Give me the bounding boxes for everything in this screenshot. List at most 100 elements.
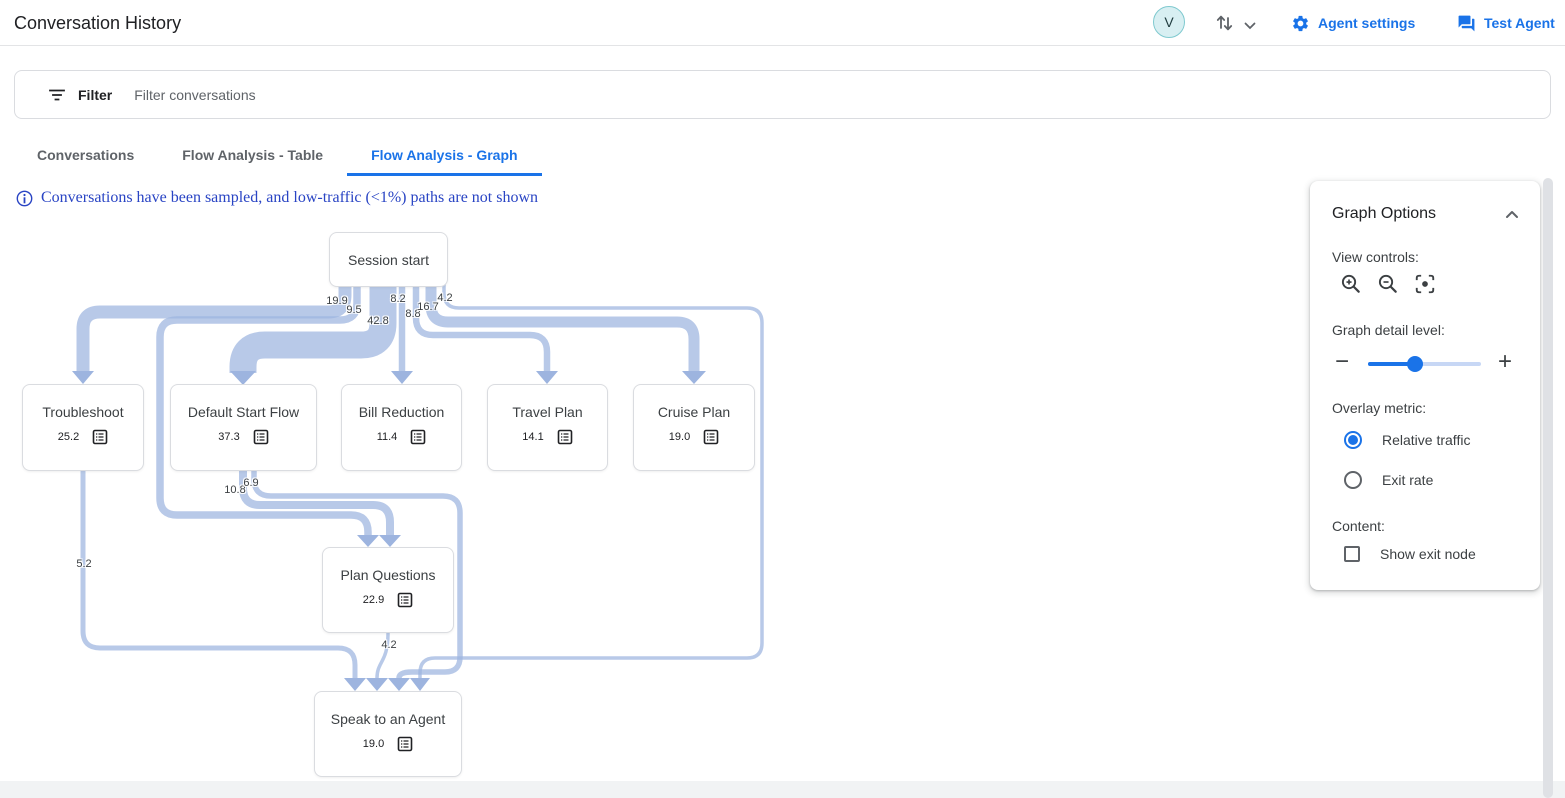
node-cruise-plan[interactable]: Cruise Plan 19.0: [633, 384, 755, 471]
node-travel-plan[interactable]: Travel Plan 14.1: [487, 384, 608, 471]
node-label: Cruise Plan: [657, 404, 731, 420]
arrow-into-speak-2: [366, 678, 388, 691]
node-speak-to-an-agent[interactable]: Speak to an Agent 19.0: [314, 691, 462, 777]
edge-label: 6.9: [243, 477, 259, 489]
list-icon[interactable]: [397, 592, 413, 608]
link-session-speak-to-agent: [418, 283, 764, 680]
info-icon: [16, 190, 33, 206]
zoom-in-button[interactable]: [1340, 273, 1362, 295]
edge-label: 16.7: [417, 301, 439, 313]
flow-graph-canvas: [72, 283, 764, 691]
node-value: 19.0: [362, 738, 385, 750]
checkbox-icon: [1344, 546, 1360, 562]
zoom-out-icon: [1378, 274, 1397, 293]
arrow-into-travel-plan: [536, 371, 558, 384]
radio-relative-traffic[interactable]: Relative traffic: [1344, 431, 1470, 449]
list-icon[interactable]: [557, 429, 573, 445]
radio-unselected-icon: [1344, 471, 1362, 489]
link-default-speak-to-agent: [251, 471, 463, 679]
page-title: Conversation History: [14, 13, 182, 33]
node-label: Bill Reduction: [358, 404, 445, 420]
radio-selected-icon: [1344, 431, 1362, 449]
slider-thumb[interactable]: [1407, 356, 1423, 372]
show-exit-node-checkbox[interactable]: Show exit node: [1344, 546, 1476, 562]
graph-detail-level-label: Graph detail level:: [1332, 322, 1445, 338]
detail-level-slider[interactable]: [1368, 356, 1481, 372]
node-value: 11.4: [376, 431, 398, 443]
node-value: 14.1: [522, 431, 544, 443]
arrow-into-speak-3: [388, 678, 410, 691]
radio-exit-rate[interactable]: Exit rate: [1344, 471, 1433, 489]
link-session-plan-questions: [156, 283, 372, 537]
center-focus-icon: [1415, 274, 1435, 294]
list-icon[interactable]: [92, 429, 108, 445]
list-icon[interactable]: [397, 736, 413, 752]
collapse-panel-button[interactable]: [1503, 206, 1521, 224]
flow-arrowheads: [72, 371, 706, 691]
arrow-into-speak-1: [344, 678, 366, 691]
list-icon[interactable]: [410, 429, 426, 445]
detail-increase-button[interactable]: +: [1498, 348, 1513, 375]
sort-button[interactable]: [1213, 11, 1237, 35]
tab-bar: Conversations Flow Analysis - Table Flow…: [13, 135, 542, 176]
node-plan-questions[interactable]: Plan Questions 22.9: [322, 547, 454, 633]
arrow-into-troubleshoot: [72, 371, 94, 384]
tab-flow-analysis-graph[interactable]: Flow Analysis - Graph: [347, 135, 542, 176]
edge-label: 5.2: [76, 558, 92, 570]
zoom-out-button[interactable]: [1377, 273, 1399, 295]
flow-links: [76, 283, 764, 680]
node-bill-reduction[interactable]: Bill Reduction 11.4: [341, 384, 462, 471]
arrow-into-plan-questions-left: [357, 535, 379, 547]
tab-flow-analysis-table[interactable]: Flow Analysis - Table: [182, 147, 324, 163]
sort-dropdown-caret[interactable]: [1244, 17, 1256, 30]
node-default-start-flow[interactable]: Default Start Flow 37.3: [170, 384, 317, 471]
detail-decrease-button[interactable]: −: [1335, 348, 1350, 375]
agent-settings-button[interactable]: Agent settings: [1291, 0, 1415, 46]
arrow-into-plan-questions-right: [379, 535, 401, 547]
test-agent-button[interactable]: Test Agent: [1457, 0, 1555, 46]
zoom-in-icon: [1341, 274, 1360, 293]
list-icon[interactable]: [703, 429, 719, 445]
view-controls: [1340, 273, 1436, 295]
chat-icon: [1458, 15, 1475, 31]
edge-label: 8.2: [390, 293, 406, 305]
link-default-plan-questions: [239, 471, 394, 537]
node-label: Default Start Flow: [187, 404, 300, 420]
node-value: 19.0: [668, 431, 691, 443]
avatar[interactable]: V: [1153, 6, 1185, 38]
node-session-start[interactable]: Session start: [329, 232, 448, 287]
header: Conversation History V Agent settings: [0, 0, 1565, 46]
horizontal-scrollbar-track[interactable]: [0, 781, 1565, 798]
edge-label: 10.8: [224, 484, 246, 496]
sampling-notice: Conversations have been sampled, and low…: [16, 189, 538, 207]
arrow-into-cruise-plan: [682, 371, 706, 384]
edge-label: 4.2: [381, 639, 397, 651]
edge-label: 9.5: [346, 304, 362, 316]
sampling-notice-text: Conversations have been sampled, and low…: [41, 189, 539, 206]
arrow-into-speak-4: [410, 678, 430, 691]
chevron-down-icon: [1244, 22, 1256, 30]
list-icon[interactable]: [253, 429, 269, 445]
graph-options-panel: Graph Options View controls:: [1310, 181, 1540, 590]
edge-label: 4.2: [437, 292, 453, 304]
node-troubleshoot[interactable]: Troubleshoot 25.2: [22, 384, 144, 471]
filter-conversations-input[interactable]: Filter Filter conversations: [14, 70, 1551, 119]
fit-to-screen-button[interactable]: [1414, 273, 1436, 295]
agent-settings-label: Agent settings: [1318, 15, 1416, 31]
import-export-icon: [1216, 15, 1233, 31]
radio-label: Exit rate: [1382, 472, 1434, 488]
tab-conversations[interactable]: Conversations: [37, 147, 135, 163]
node-label: Session start: [348, 251, 429, 268]
link-session-cruise-plan: [425, 283, 700, 373]
node-value: 37.3: [218, 431, 240, 443]
arrow-into-bill-reduction: [391, 371, 413, 384]
link-session-troubleshoot: [76, 283, 352, 371]
edge-label: 42.8: [367, 315, 389, 327]
filter-label: Filter: [78, 86, 113, 103]
vertical-scrollbar[interactable]: [1543, 178, 1553, 798]
test-agent-label: Test Agent: [1484, 15, 1555, 31]
link-session-default-start-flow: [229, 283, 397, 373]
link-troubleshoot-speak-to-agent: [80, 471, 358, 678]
gear-icon: [1293, 15, 1308, 31]
checkbox-label: Show exit node: [1380, 546, 1476, 562]
